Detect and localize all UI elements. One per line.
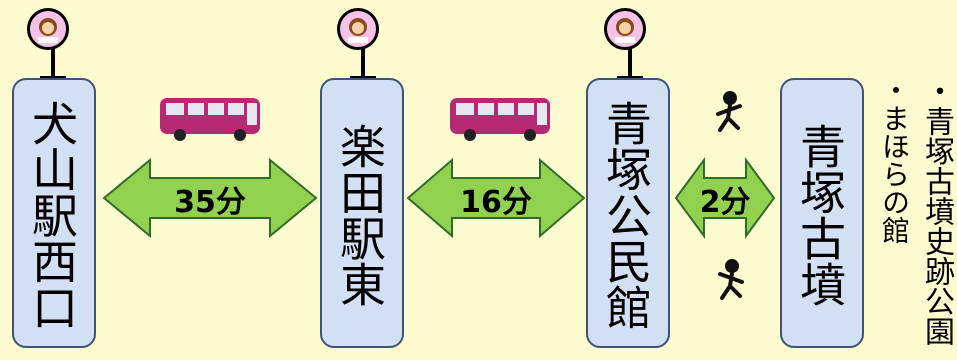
bus-icon [160, 98, 260, 141]
double-arrow-segment-1 [102, 157, 318, 239]
station-name: 青塚公民館 [599, 100, 653, 330]
bus-stop-sign-icon [604, 8, 646, 50]
station-name: 青塚古墳 [793, 123, 847, 307]
walking-person-icon [718, 259, 744, 300]
double-arrow-segment-2 [406, 157, 586, 239]
double-arrow-segment-3 [674, 156, 776, 240]
station-inuyama-west: 犬山駅西口 [12, 78, 96, 348]
station-name: 犬山駅西口 [25, 100, 79, 330]
bus-stop-pole [51, 48, 55, 80]
station-aotsuka-community-hall: 青塚公民館 [586, 78, 670, 348]
side-note-mahora-hall: ・まほらの館 [878, 76, 911, 244]
station-aotsuka-kofun: 青塚古墳 [780, 78, 864, 348]
side-note-park: ・青塚古墳史跡公園 [919, 76, 954, 346]
bus-stop-sign-icon [337, 8, 379, 50]
bus-stop-sign-icon [27, 8, 69, 50]
segment-duration: 16分 [460, 185, 532, 220]
bus-stop-pole [628, 48, 632, 80]
station-name: 楽田駅東 [333, 123, 387, 307]
station-gakuden-east: 楽田駅東 [320, 78, 404, 348]
bus-icon [450, 98, 550, 141]
bus-stop-pole [361, 48, 365, 80]
walking-person-icon [716, 91, 742, 132]
segment-duration: 2分 [699, 185, 751, 220]
segment-duration: 35分 [174, 185, 246, 220]
